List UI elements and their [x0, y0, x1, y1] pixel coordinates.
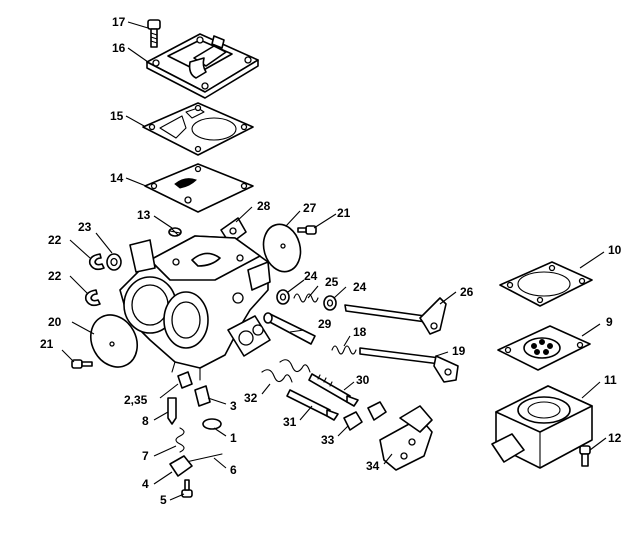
callout-18: 18 [353, 325, 367, 339]
callout-6: 6 [230, 463, 237, 477]
callout-22-lower: 22 [48, 269, 62, 283]
part-27-disc [262, 223, 302, 273]
part-2-35-bushing [177, 371, 193, 389]
callout-21-lower: 21 [40, 337, 54, 351]
part-15-gasket [142, 102, 254, 156]
callout-31: 31 [283, 415, 297, 429]
part-16-cover [146, 33, 259, 99]
callout-1: 1 [230, 431, 237, 445]
callout-11: 11 [604, 373, 617, 387]
part-18-spring [331, 345, 357, 355]
callout-34: 34 [366, 459, 380, 473]
part-10-gasket [499, 261, 593, 307]
callout-7: 7 [142, 449, 149, 463]
part-34-bracket [379, 405, 433, 471]
part-8-needle [167, 397, 177, 425]
part-13-screen [168, 227, 182, 237]
part-30-needle [308, 373, 359, 407]
part-14-diaphragm [144, 163, 254, 213]
callout-21-top: 21 [337, 206, 351, 220]
callout-20: 20 [48, 315, 62, 329]
callout-25: 25 [325, 275, 339, 289]
callout-8: 8 [142, 414, 149, 428]
callout-29: 29 [318, 317, 332, 331]
callout-33: 33 [321, 433, 335, 447]
callout-23: 23 [78, 220, 92, 234]
callout-13: 13 [137, 208, 151, 222]
callout-32: 32 [244, 391, 258, 405]
callout-10: 10 [608, 243, 622, 257]
callout-22-upper: 22 [48, 233, 62, 247]
part-31-needle [286, 389, 339, 421]
callout-26: 26 [460, 285, 474, 299]
part-26-shaft [344, 297, 447, 335]
part-17-screw [147, 19, 161, 48]
part-23-washer [106, 253, 122, 271]
part-19-shaft [359, 347, 459, 383]
callout-5: 5 [160, 493, 167, 507]
callout-2-35: 2,35 [124, 393, 148, 407]
callout-12: 12 [608, 431, 622, 445]
callout-28: 28 [257, 199, 271, 213]
callout-17: 17 [112, 15, 126, 29]
part-3-cylinder [194, 385, 211, 407]
callout-4: 4 [142, 477, 149, 491]
part-33-cap [343, 401, 387, 431]
part-6-pin [185, 453, 223, 463]
part-24-washer-left [276, 289, 290, 305]
callout-24-right: 24 [353, 280, 367, 294]
callout-19: 19 [452, 344, 466, 358]
callout-14: 14 [110, 171, 124, 185]
callout-9: 9 [606, 315, 613, 329]
callout-30: 30 [356, 373, 370, 387]
part-9-diaphragm [497, 325, 591, 371]
part-4-lever [169, 455, 193, 477]
part-21-screw-top [297, 225, 317, 235]
part-21-screw-lower [71, 359, 93, 369]
part-20-plate [90, 314, 138, 368]
part-7-spring [175, 427, 185, 453]
part-1-oring [202, 418, 222, 430]
part-5-screw [181, 479, 193, 498]
part-29-plunger [263, 312, 316, 345]
part-11-housing [491, 385, 593, 469]
callouts: 17 16 15 14 13 28 27 21 23 22 22 24 25 2… [40, 15, 622, 507]
leader-lines [61, 21, 607, 501]
callout-27: 27 [303, 201, 317, 215]
part-32-spring [261, 359, 311, 383]
callout-3: 3 [230, 399, 237, 413]
part-22-clip-upper [88, 253, 105, 271]
part-25-spring [293, 293, 319, 303]
part-24-washer-right [323, 295, 337, 311]
carburetor-body [119, 235, 271, 381]
part-12-screw [579, 445, 591, 467]
callout-15: 15 [110, 109, 124, 123]
callout-16: 16 [112, 41, 126, 55]
part-22-clip-lower [84, 289, 101, 307]
callout-24-left: 24 [304, 269, 318, 283]
